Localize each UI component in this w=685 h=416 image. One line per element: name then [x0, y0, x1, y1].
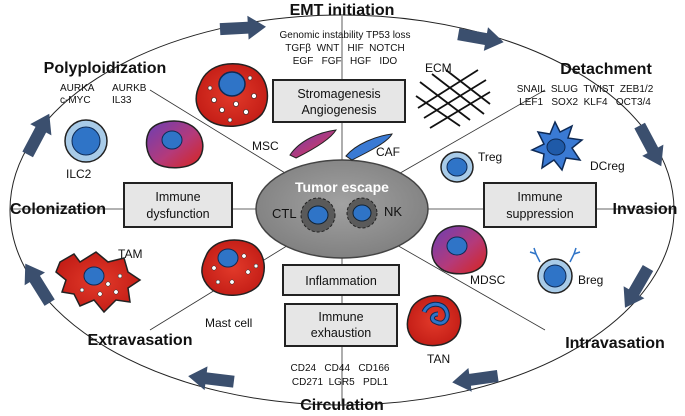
- box-immune-suppression: Immune suppression: [483, 182, 597, 228]
- purple-cell-icon-upper-left: [145, 120, 204, 169]
- genes-detach-line1: SNAIL SLUG TWIST ZEB1/2: [517, 84, 654, 95]
- tam-cell-icon: [55, 251, 142, 314]
- arrow-extra-to-colon: [24, 263, 55, 306]
- box-inflammation: Inflammation: [282, 264, 400, 296]
- arrow-circ-to-extra: [188, 366, 235, 391]
- genes-emt-line3: EGF FGF HGF IDO: [293, 56, 398, 67]
- treg-cell-icon: [440, 151, 474, 183]
- ecm-label: ECM: [425, 61, 452, 75]
- stage-intravasation: Intravasation: [565, 335, 665, 352]
- breg-label: Breg: [578, 273, 603, 287]
- center-tumor-escape: Tumor escape CTL NK: [255, 159, 429, 259]
- mdsc-cell-icon: [431, 225, 488, 275]
- genes-emt-line2: TGFβ WNT HIF NOTCH: [285, 43, 404, 54]
- tumor-cell-polyploid-icon: [195, 62, 269, 127]
- stage-colonization: Colonization: [10, 201, 106, 218]
- ecm-mesh-icon: [415, 69, 491, 129]
- box-stromagenesis-line1: Stromagenesis: [297, 87, 380, 101]
- box-stromagenesis: Stromagenesis Angiogenesis: [272, 79, 406, 123]
- mdsc-label: MDSC: [470, 273, 506, 287]
- tan-cell-icon: [406, 294, 462, 347]
- ilc2-cell-icon: [64, 119, 108, 163]
- box-immune-dysfunction-line1: Immune: [155, 190, 200, 204]
- nk-cell-icon: [346, 197, 378, 229]
- stage-invasion: Invasion: [613, 201, 678, 218]
- genes-poly-aurkb: AURKB: [112, 83, 147, 94]
- dcreg-cell-icon: [530, 120, 584, 172]
- stage-emt-initiation: EMT initiation: [290, 2, 395, 19]
- center-nk-label: NK: [384, 204, 402, 219]
- arrow-to-invasion: [634, 122, 664, 167]
- box-stromagenesis-line2: Angiogenesis: [301, 103, 376, 117]
- breg-cell-icon: [529, 247, 581, 294]
- arrow-colon-to-poly: [22, 113, 52, 158]
- ctl-cell-icon: [300, 197, 336, 233]
- msc-cell-icon: [289, 129, 337, 159]
- arrow-to-detachment: [457, 27, 504, 51]
- tan-label: TAN: [427, 352, 450, 366]
- arrow-emt-right: [219, 15, 266, 40]
- genes-poly-il33: IL33: [112, 95, 132, 106]
- genes-emt-line1: Genomic instability TP53 loss: [280, 30, 411, 41]
- msc-label: MSC: [252, 139, 279, 153]
- box-immune-exhaustion: Immune exhaustion: [284, 303, 398, 347]
- stage-circulation: Circulation: [300, 397, 384, 414]
- box-immune-dysfunction-line2: dysfunction: [146, 207, 209, 221]
- stage-detachment: Detachment: [560, 61, 652, 78]
- cycle-arrows: [22, 15, 664, 392]
- caf-label: CAF: [376, 145, 400, 159]
- genes-poly-aurka: AURKA: [60, 83, 95, 94]
- box-immune-dysfunction: Immune dysfunction: [123, 182, 233, 228]
- mast-cell-icon: [201, 239, 265, 296]
- genes-poly-cmyc: c-MYC: [60, 95, 91, 106]
- tam-label: TAM: [118, 247, 142, 261]
- box-immune-suppression-line1: Immune: [517, 190, 562, 204]
- arrow-to-intravasation: [623, 264, 654, 308]
- stage-polyploidization: Polyploidization: [44, 60, 167, 77]
- cycle-ellipse: [9, 14, 675, 406]
- treg-label: Treg: [478, 150, 502, 164]
- stage-extravasation: Extravasation: [88, 332, 193, 349]
- genes-detach-line2: LEF1 SOX2 KLF4 OCT3/4: [519, 97, 651, 108]
- arrow-intra-to-circ: [452, 367, 499, 392]
- genes-circ-line1: CD24 CD44 CD166: [291, 363, 390, 374]
- box-immune-suppression-line2: suppression: [506, 207, 573, 221]
- center-title: Tumor escape: [295, 179, 389, 195]
- box-immune-exhaustion-line1: Immune: [318, 310, 363, 324]
- center-ctl-label: CTL: [272, 206, 297, 221]
- genes-circ-line2: CD271 LGR5 PDL1: [292, 377, 389, 388]
- ilc2-label: ILC2: [66, 167, 92, 181]
- box-immune-exhaustion-line2: exhaustion: [311, 326, 372, 340]
- mast-cell-label: Mast cell: [205, 316, 252, 330]
- dcreg-label: DCreg: [590, 159, 625, 173]
- caf-cell-icon: [345, 133, 393, 161]
- box-inflammation-label: Inflammation: [305, 274, 377, 288]
